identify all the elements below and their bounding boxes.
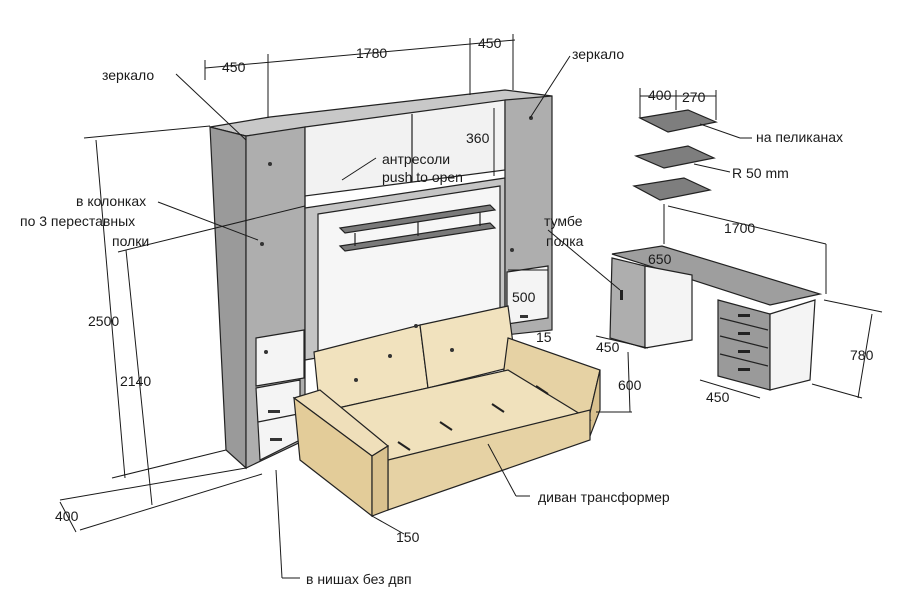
label-pedestal-2: полка <box>546 233 584 249</box>
dim-desk-side: 650 <box>648 251 672 267</box>
dim-top-right-width: 450 <box>478 35 502 51</box>
dim-depth: 400 <box>55 508 79 524</box>
label-pedestal-1: тумбе <box>544 213 583 229</box>
dim-drawer-depth: 450 <box>706 389 730 405</box>
dim-inner-height: 2140 <box>120 373 151 389</box>
drawer-handle <box>268 410 280 413</box>
dim-mezzanine-height: 360 <box>466 130 490 146</box>
label-radius: R 50 mm <box>732 165 789 181</box>
label-columns-2: по 3 переставных <box>20 213 135 229</box>
left-column-drawers <box>255 379 301 461</box>
dimension-lines <box>59 34 883 579</box>
dim-sofa-height: 600 <box>618 377 642 393</box>
dim-sofa-offset: 150 <box>396 529 420 545</box>
label-mirror-right: зеркало <box>572 46 624 62</box>
shelf-middle <box>633 145 716 169</box>
label-mirror-left: зеркало <box>102 67 154 83</box>
sofa <box>292 305 601 518</box>
dim-shelf-width: 270 <box>682 89 706 105</box>
shelf-bottom <box>632 177 712 201</box>
label-sofa: диван трансформер <box>538 489 670 505</box>
dimension-values: 450 1780 450 360 2500 2140 400 150 400 2… <box>55 35 874 545</box>
label-niches: в нишах без двп <box>306 571 412 587</box>
dim-pedestal-depth: 450 <box>596 339 620 355</box>
label-columns-1: в колонках <box>76 193 146 209</box>
label-columns-3: полки <box>112 233 149 249</box>
dim-desk-height: 780 <box>850 347 874 363</box>
dim-column-small: 15 <box>536 329 552 345</box>
drawer-handle <box>270 438 282 441</box>
desk <box>609 245 823 391</box>
dim-top-center-width: 1780 <box>356 45 387 61</box>
dim-shelf-depth: 400 <box>648 87 672 103</box>
desk-drawers <box>717 299 771 391</box>
dim-column-niche: 500 <box>512 289 536 305</box>
wardrobe-unit <box>209 89 553 470</box>
desk-left-pedestal <box>609 257 646 349</box>
label-mezzanine: антресоли <box>382 151 450 167</box>
label-mezzanine-push: push to open <box>382 169 463 185</box>
dim-total-height: 2500 <box>88 313 119 329</box>
dim-desk-length: 1700 <box>724 220 755 236</box>
dim-top-left-width: 450 <box>222 59 246 75</box>
floating-shelves <box>632 109 718 201</box>
labels: зеркало зеркало антресоли push to open в… <box>20 46 843 587</box>
left-column-side <box>209 126 247 470</box>
left-column-niche <box>255 329 305 387</box>
desk-top <box>611 245 823 306</box>
label-pelican: на пеликанах <box>756 129 843 145</box>
center-shelves <box>338 204 497 252</box>
shelf-top <box>638 109 718 133</box>
